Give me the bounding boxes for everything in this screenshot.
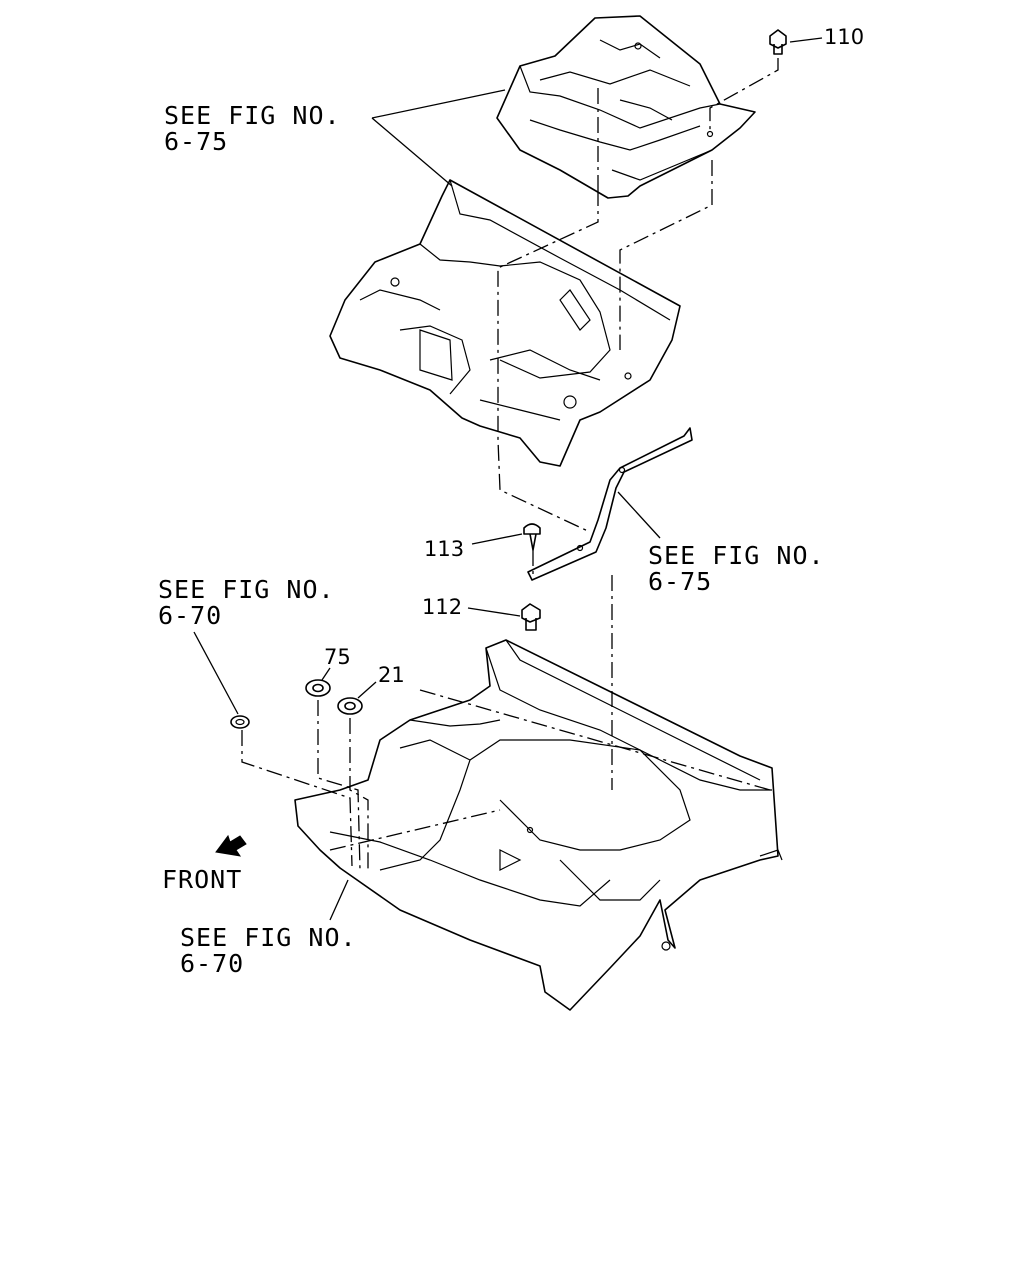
part-number-113: 113 (424, 537, 464, 561)
callout-top-left-line2: 6-75 (164, 127, 228, 156)
grommet-21 (337, 697, 363, 715)
lower-floor-panel (294, 639, 783, 1011)
bolt-110 (769, 29, 787, 55)
front-arrow-icon (215, 834, 247, 857)
callout-mid-right-line2: 6-75 (648, 567, 712, 596)
part-number-75: 75 (324, 645, 351, 669)
upper-rear-floor-panel (496, 15, 756, 199)
part-number-21: 21 (378, 663, 405, 687)
callout-left-line1: SEE FIG NO. (158, 575, 335, 604)
callout-bottom-line2: 6-70 (180, 949, 244, 978)
callout-leaders (193, 37, 823, 921)
part-number-112: 112 (422, 595, 462, 619)
grommet-75 (305, 679, 331, 697)
callout-left-line2: 6-70 (158, 601, 222, 630)
screw-113 (523, 523, 541, 551)
plug-6-70 (230, 715, 250, 729)
callout-top-left-line1: SEE FIG NO. (164, 101, 341, 130)
part-number-110: 110 (824, 25, 864, 49)
front-label: FRONT (162, 865, 242, 894)
callout-bottom-line1: SEE FIG NO. (180, 923, 357, 952)
clip-112 (521, 603, 541, 631)
middle-floor-panel (329, 179, 681, 467)
callout-mid-right-line1: SEE FIG NO. (648, 541, 825, 570)
assembly-lines (241, 58, 779, 872)
rear-cross-bracket (527, 427, 693, 581)
